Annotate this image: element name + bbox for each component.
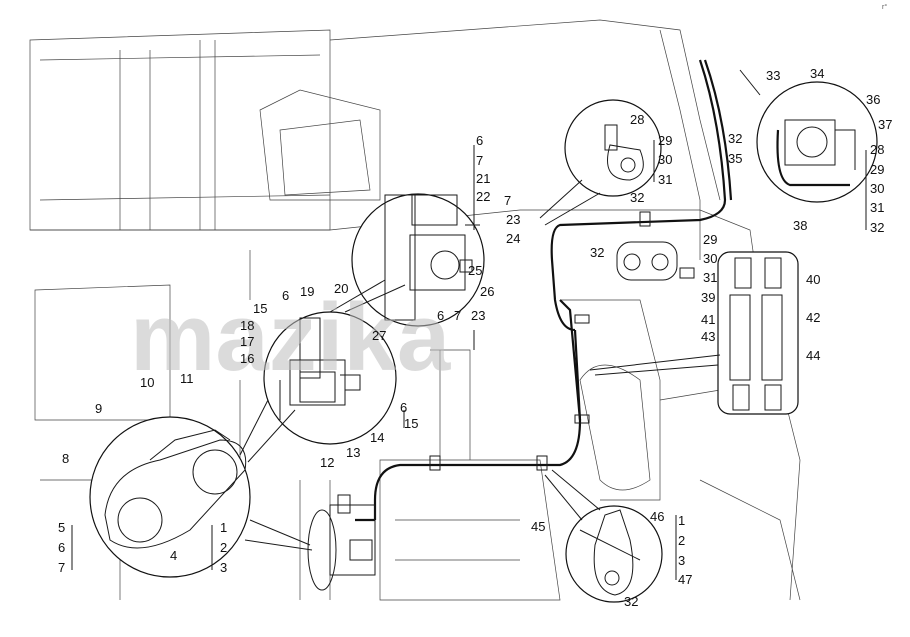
part-label: 13 <box>346 445 360 460</box>
part-label: 32 <box>590 245 604 260</box>
part-label: 44 <box>806 348 820 363</box>
part-label: 6 <box>437 308 444 323</box>
part-label: 21 <box>476 171 490 186</box>
pump-assembly <box>307 494 376 591</box>
hydraulic-lines <box>355 59 733 522</box>
watermark-text: mazika <box>130 284 451 391</box>
part-label: 10 <box>140 375 154 390</box>
part-label: 33 <box>766 68 780 83</box>
part-label: 23 <box>471 308 485 323</box>
part-label: 37 <box>878 117 892 132</box>
part-label: 17 <box>240 334 254 349</box>
part-label: 29 <box>658 133 672 148</box>
part-label: 4 <box>170 548 177 563</box>
callout-clamp-middle <box>616 241 695 281</box>
part-label: 12 <box>320 455 334 470</box>
part-label: 32 <box>624 594 638 609</box>
part-label: 7 <box>476 153 483 168</box>
part-label: 7 <box>58 560 65 575</box>
part-label: 6 <box>476 133 483 148</box>
part-label: 31 <box>658 172 672 187</box>
part-label: 31 <box>870 200 884 215</box>
callout-couplings <box>717 251 799 415</box>
part-label: 35 <box>728 151 742 166</box>
part-label: 27 <box>372 328 386 343</box>
part-label: 46 <box>650 509 664 524</box>
part-label: 28 <box>870 142 884 157</box>
part-label: 29 <box>703 232 717 247</box>
part-label: 20 <box>334 281 348 296</box>
part-label: 3 <box>220 560 227 575</box>
part-label: 6 <box>400 400 407 415</box>
part-label: 5 <box>58 520 65 535</box>
part-label: 6 <box>282 288 289 303</box>
part-label: 7 <box>504 193 511 208</box>
part-label: 8 <box>62 451 69 466</box>
part-label: 15 <box>253 301 267 316</box>
part-label: 31 <box>703 270 717 285</box>
part-label: 40 <box>806 272 820 287</box>
part-label: 47 <box>678 572 692 587</box>
part-label: 19 <box>300 284 314 299</box>
part-label: 1 <box>220 520 227 535</box>
part-label: 41 <box>701 312 715 327</box>
part-label: 30 <box>870 181 884 196</box>
part-label: 14 <box>370 430 384 445</box>
part-label: 11 <box>180 371 194 386</box>
part-label: 32 <box>870 220 884 235</box>
part-labels: 1 1 2 2 3 3 4 5 6 6 6 6 6 7 7 7 7 8 9 10… <box>58 66 892 609</box>
part-label: 32 <box>728 131 742 146</box>
part-label: 30 <box>658 152 672 167</box>
part-label: 22 <box>476 189 490 204</box>
part-label: 38 <box>793 218 807 233</box>
part-label: 18 <box>240 318 254 333</box>
part-label: 3 <box>678 553 685 568</box>
leader-lines <box>239 69 761 551</box>
part-label: 30 <box>703 251 717 266</box>
part-label: 39 <box>701 290 715 305</box>
part-label: 29 <box>870 162 884 177</box>
corner-mark: r° <box>882 3 887 11</box>
part-label: 7 <box>454 308 461 323</box>
part-label: 28 <box>630 112 644 127</box>
part-label: 25 <box>468 263 482 278</box>
label-brackets <box>71 140 867 580</box>
part-label: 43 <box>701 329 715 344</box>
part-label: 42 <box>806 310 820 325</box>
part-label: 1 <box>678 513 685 528</box>
part-label: 36 <box>866 92 880 107</box>
part-label: 2 <box>678 533 685 548</box>
callout-fitting-middle <box>263 311 397 445</box>
part-label: 34 <box>810 66 824 81</box>
part-label: 16 <box>240 351 254 366</box>
part-label: 24 <box>506 231 520 246</box>
part-label: 2 <box>220 540 227 555</box>
callout-fitting-upper <box>351 193 485 327</box>
part-label: 26 <box>480 284 494 299</box>
part-label: 15 <box>404 416 418 431</box>
callout-bracket-bottom <box>565 505 663 603</box>
callout-radiator <box>756 81 878 203</box>
part-label: 23 <box>506 212 520 227</box>
callout-clamp-top <box>564 99 662 197</box>
part-label: 45 <box>531 519 545 534</box>
part-label: 6 <box>58 540 65 555</box>
part-label: 9 <box>95 401 102 416</box>
part-label: 32 <box>630 190 644 205</box>
